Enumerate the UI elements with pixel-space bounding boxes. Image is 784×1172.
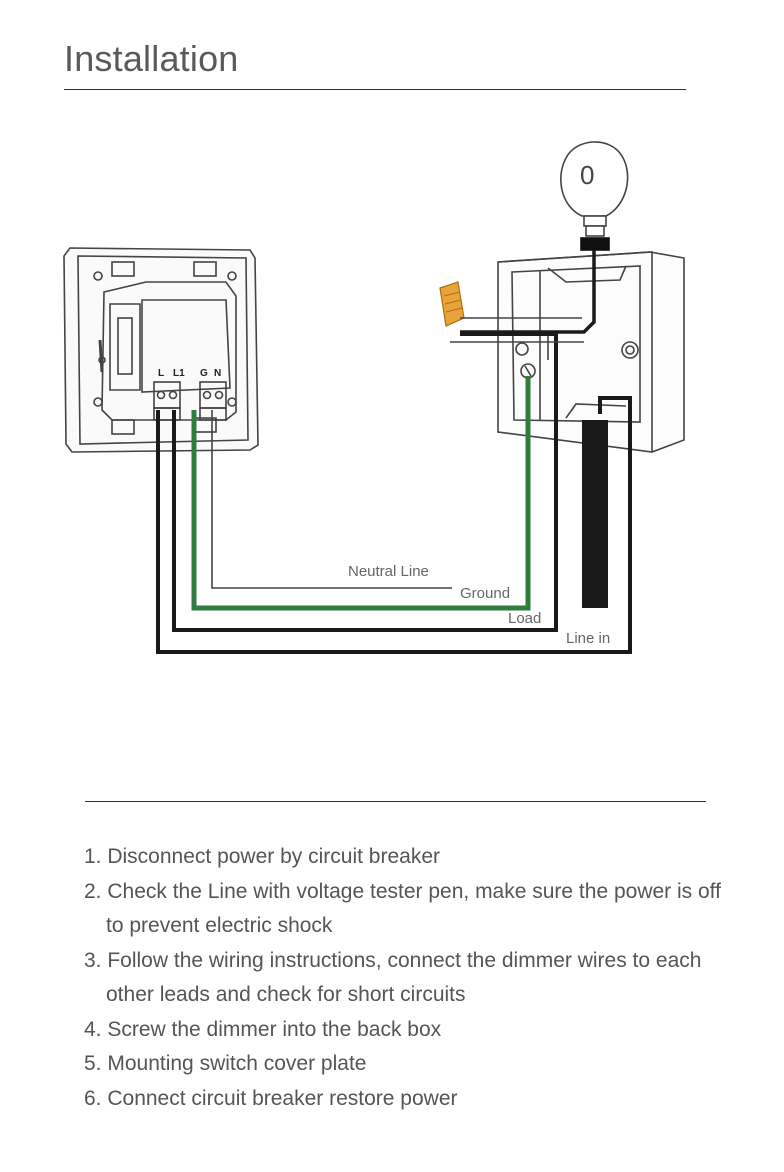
step-item: 5. Mounting switch cover plate <box>84 1052 367 1075</box>
neutral-wire <box>211 410 452 589</box>
load-label: Load <box>508 610 541 627</box>
bulb-feed-wire <box>460 250 596 334</box>
terminal-label-l: L <box>158 368 164 379</box>
line-in-supply <box>582 420 608 608</box>
wiring-diagram: L L1 G N 0 <box>63 141 685 654</box>
installation-steps: 1. Disconnect power by circuit breaker 2… <box>84 840 734 1116</box>
ground-wire <box>191 376 531 611</box>
terminal-label-l1: L1 <box>173 368 185 379</box>
back-box <box>497 251 685 453</box>
step-item: 6. Connect circuit breaker restore power <box>84 1086 458 1110</box>
title-divider <box>64 89 686 90</box>
step-item: 4. Screw the dimmer into the back box <box>84 1017 442 1041</box>
dimmer-switch <box>63 247 259 453</box>
bulb-filament: 0 <box>580 160 594 190</box>
line-in-wire <box>156 396 632 654</box>
page-title: Installation <box>64 38 239 79</box>
line-in-label: Line in <box>566 630 610 647</box>
step-item: 2. Check the Line with voltage tester pe… <box>84 879 721 938</box>
terminal-label-g: G <box>200 368 208 379</box>
terminal-label-n: N <box>214 368 221 379</box>
ground-label: Ground <box>460 585 510 602</box>
terminal-labels: L L1 G N <box>158 368 221 379</box>
step-item: 1. Disconnect power by circuit breaker <box>84 845 440 868</box>
wire-nut-icon <box>439 281 465 327</box>
steps-divider <box>85 801 706 802</box>
light-bulb-icon: 0 <box>560 141 629 251</box>
neutral-line-label: Neutral Line <box>348 563 429 580</box>
load-wire <box>172 332 558 632</box>
step-item: 3. Follow the wiring instructions, conne… <box>84 948 702 1007</box>
